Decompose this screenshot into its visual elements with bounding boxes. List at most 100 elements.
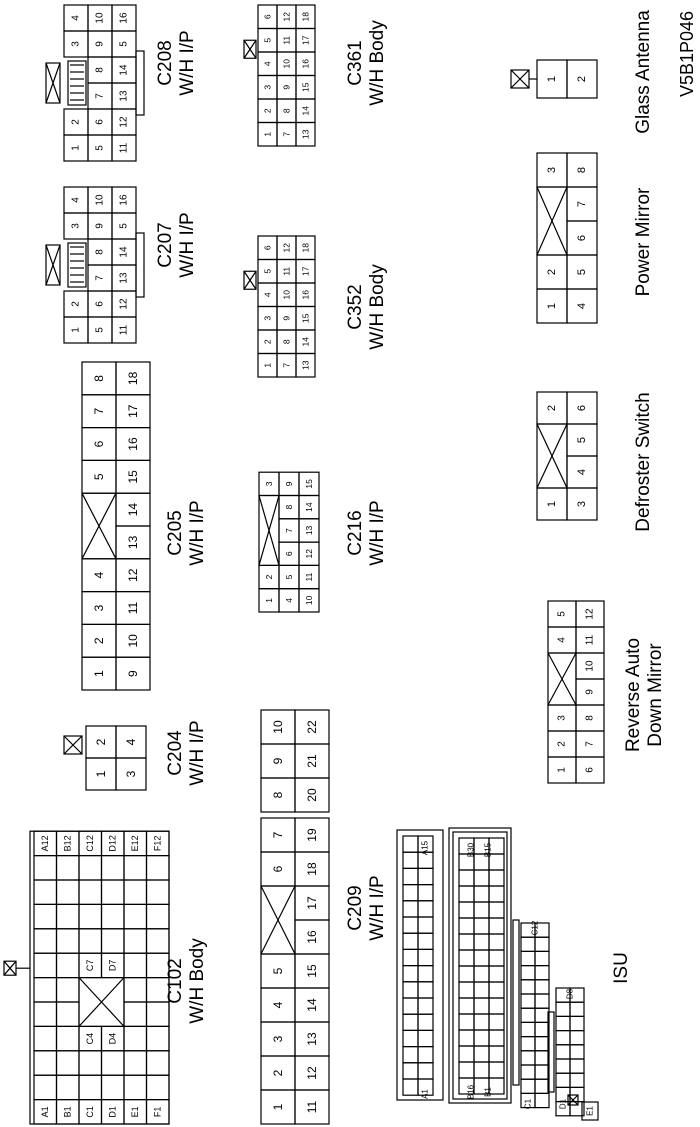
pin-number: 12 [119, 116, 130, 128]
isu-a-cell [402, 1013, 419, 1032]
c207-connector-cell [111, 186, 137, 214]
isu-a-cell [402, 851, 419, 870]
pin-number: 10 [304, 595, 314, 605]
pin-number: 14 [304, 502, 314, 512]
pin-number: 14 [301, 337, 311, 347]
pin-number: 16 [305, 930, 319, 944]
pin-number: 7 [271, 831, 285, 838]
isu-b-cell [458, 901, 475, 919]
pin-number: 9 [271, 757, 285, 764]
pin-number: 19 [305, 828, 319, 842]
isu-b-cell [473, 1061, 490, 1079]
pin-number: E1 [130, 1106, 140, 1117]
c102-cell [33, 903, 58, 930]
isu-b-cell [488, 1061, 505, 1079]
c102-cell [78, 928, 103, 954]
isu-a-cell [417, 900, 434, 918]
pin-number: 10 [282, 290, 292, 300]
pin-number: D1 [108, 1106, 118, 1118]
pin-number: 3 [71, 41, 82, 47]
pin-number: 3 [263, 316, 273, 321]
pin-number: 4 [124, 738, 138, 745]
c102-blank [78, 976, 125, 1027]
isu-d-cell [555, 1015, 571, 1032]
pin-number: 8 [282, 108, 292, 113]
pin-number: 2 [263, 108, 273, 113]
c102-cell [55, 976, 80, 1003]
isu-c-cell [520, 979, 536, 995]
pin-number: 8 [92, 375, 106, 382]
c102-cell [55, 1050, 80, 1076]
pin-number: 1 [92, 670, 106, 677]
c102-cell [55, 903, 80, 930]
isu-b-cell [488, 1045, 505, 1063]
pin-number: 2 [557, 741, 568, 747]
line [45, 62, 61, 104]
isu-b-cell [488, 917, 505, 935]
isu-a-cell [402, 867, 419, 886]
isu-a-cell [402, 1045, 419, 1064]
pin-number: 4 [263, 61, 273, 66]
pin-number: 12 [119, 298, 130, 310]
c102-cell [33, 1050, 58, 1076]
pin-number: 9 [282, 316, 292, 321]
isu-d-cell [569, 1029, 585, 1046]
pin-number: 21 [305, 754, 319, 768]
pin-number: 14 [126, 503, 140, 517]
c208-connector-lock [45, 62, 61, 104]
isu-b-cell [488, 885, 505, 903]
pin-number: 4 [284, 598, 294, 603]
c102-cell [100, 854, 125, 881]
isu-a-cell [417, 883, 434, 902]
pin-number: 16 [119, 12, 130, 24]
isu-a-cell [417, 948, 434, 967]
isu-c-cell [534, 993, 550, 1009]
isu-c-cell [520, 1007, 536, 1024]
isu-a-cell [417, 1013, 434, 1032]
pin-number: 3 [124, 770, 138, 777]
c102-cell [100, 928, 125, 954]
c207-connector-clip [135, 232, 145, 298]
isu-c-cell [520, 993, 536, 1009]
pin-number: 1 [71, 145, 82, 151]
isu-d-rail [547, 1011, 555, 1093]
c208-connector-latch [67, 60, 87, 106]
pin-number: 7 [576, 201, 588, 207]
line [567, 1094, 579, 1106]
pin-number: 6 [263, 14, 273, 19]
pin-number: 1 [557, 767, 568, 773]
pin-number: 7 [92, 408, 106, 415]
pin-number: 10 [95, 12, 106, 24]
isu-c-cell [520, 950, 536, 967]
isu-b-cell [488, 1077, 505, 1095]
c102-cell [123, 952, 148, 979]
isu-b-cell [488, 1029, 505, 1047]
pin-number: 13 [305, 1032, 319, 1046]
c102-cell [55, 1074, 80, 1101]
line [258, 495, 280, 566]
c216-cell [298, 471, 320, 497]
isu-b-cell [473, 1029, 490, 1047]
pin-number: 7 [282, 363, 292, 368]
isu-a-cell [402, 883, 419, 902]
isu-b-cell [458, 885, 475, 903]
c102-cell [123, 854, 148, 881]
pin-number: 7 [284, 528, 294, 533]
c102-cell [123, 928, 148, 954]
c102-cell [33, 1001, 58, 1027]
c102-cell [78, 903, 103, 930]
pin-number: 11 [282, 267, 292, 276]
isu-b-cell [458, 997, 475, 1015]
pin-number: 4 [557, 637, 568, 643]
pin-number: C1 [524, 1098, 533, 1109]
pin-number: 18 [301, 243, 311, 253]
c102-cell [123, 1074, 148, 1101]
pin-number: 13 [304, 525, 314, 535]
isu-d-cell [555, 1072, 571, 1088]
pin-number: 8 [95, 67, 106, 73]
pin-number: 16 [119, 194, 130, 206]
